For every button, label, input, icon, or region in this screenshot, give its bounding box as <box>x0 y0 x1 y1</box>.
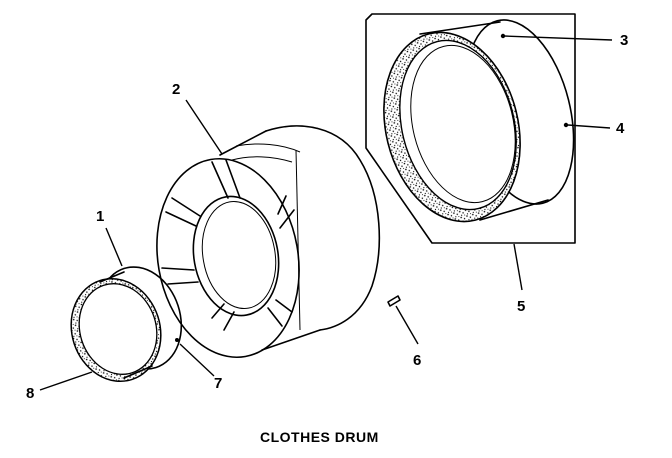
leader-3 <box>503 35 613 41</box>
leader-4 <box>567 124 611 129</box>
diagram-caption: CLOTHES DRUM <box>260 429 379 445</box>
callout-7: 7 <box>214 375 222 392</box>
clothes-drum <box>156 125 381 359</box>
callout-6: 6 <box>413 352 421 369</box>
rear-seal-ring <box>383 19 575 223</box>
callout-3: 3 <box>620 32 628 49</box>
callout-5: 5 <box>517 298 525 315</box>
leader-5 <box>513 243 523 291</box>
callout-1: 1 <box>96 208 104 225</box>
leader-6 <box>395 305 419 345</box>
callout-8: 8 <box>26 385 34 402</box>
leader-1 <box>105 227 123 267</box>
front-seal-ring <box>70 266 183 383</box>
drum-clip <box>387 295 401 307</box>
callout-2: 2 <box>172 81 180 98</box>
callout-4: 4 <box>616 120 625 137</box>
leader-8 <box>39 371 93 391</box>
leader-2 <box>185 99 223 155</box>
part-5-enclosure <box>365 13 576 244</box>
leader-7 <box>179 343 215 377</box>
